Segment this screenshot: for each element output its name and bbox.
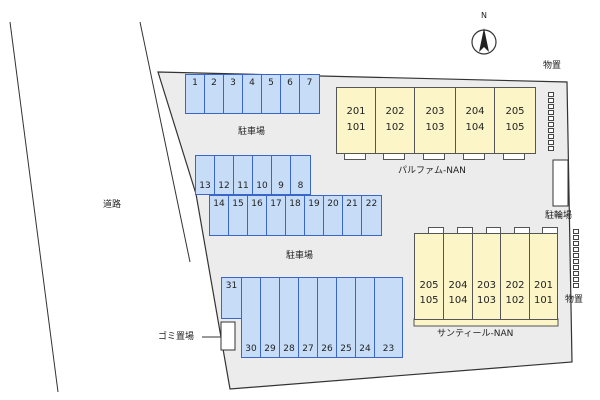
- unit-number-lower: 103: [425, 122, 445, 133]
- building-a-unit: 205 105: [494, 87, 536, 154]
- building-b-unit: 202 102: [500, 233, 530, 320]
- parking-space: 14: [209, 195, 229, 236]
- entrance-step: [457, 227, 473, 234]
- parking-label-mid: 駐車場: [286, 251, 314, 261]
- parking-space: 29: [260, 277, 280, 358]
- building-a-unit: 202 102: [375, 87, 415, 154]
- unit-number-lower: 102: [505, 295, 525, 306]
- building-a-unit: 204 104: [455, 87, 495, 154]
- parking-space: 28: [279, 277, 299, 358]
- building-b-unit: 201 101: [529, 233, 558, 320]
- entrance-step: [542, 227, 558, 234]
- unit-number-lower: 101: [346, 122, 366, 133]
- parking-space: 19: [304, 195, 324, 236]
- entrance-step: [486, 227, 501, 234]
- parking-space: 11: [233, 155, 253, 195]
- building-b-unit: 205 105: [414, 233, 444, 320]
- unit-number-lower: 105: [419, 295, 439, 306]
- parking-space: 12: [214, 155, 234, 195]
- parking-space: 8: [290, 155, 311, 195]
- building-b-name: サンティール-NAN: [437, 329, 514, 339]
- unit-number-lower: 104: [465, 122, 485, 133]
- parking-space: 4: [242, 74, 262, 114]
- parking-space: 23: [374, 277, 403, 358]
- entrance-step: [428, 227, 444, 234]
- entrance-step: [423, 153, 445, 160]
- entrance-step: [463, 153, 485, 160]
- storage-label-bottom: 物置: [565, 295, 584, 305]
- parking-space: 24: [355, 277, 375, 358]
- parking-space: 13: [195, 155, 215, 195]
- compass-label: N: [481, 11, 487, 20]
- parking-space: 9: [271, 155, 291, 195]
- unit-number-lower: 105: [505, 122, 525, 133]
- parking-space: 18: [285, 195, 305, 236]
- building-a-unit: 203 103: [414, 87, 456, 154]
- bike-parking-area: [552, 159, 569, 207]
- unit-number-upper: 205: [505, 106, 525, 117]
- unit-number-upper: 203: [425, 106, 445, 117]
- building-a-unit: 201 101: [336, 87, 376, 154]
- parking-space: 1: [185, 74, 205, 114]
- parking-space: 10: [252, 155, 272, 195]
- parking-space: 20: [323, 195, 343, 236]
- unit-number-lower: 102: [385, 122, 405, 133]
- unit-number-lower: 104: [448, 295, 468, 306]
- unit-number-upper: 202: [505, 280, 525, 291]
- building-b-unit: 203 103: [472, 233, 501, 320]
- parking-space: 22: [361, 195, 382, 236]
- entrance-step: [503, 153, 525, 160]
- parking-space: 2: [204, 74, 224, 114]
- unit-number-upper: 205: [419, 280, 439, 291]
- storage-unit-bottom: [573, 229, 579, 291]
- bike-parking-label: 駐輪場: [545, 211, 573, 221]
- parking-space: 5: [261, 74, 281, 114]
- unit-number-lower: 103: [476, 295, 497, 306]
- unit-number-upper: 204: [448, 280, 468, 291]
- unit-number-lower: 101: [533, 295, 554, 306]
- road-label: 道路: [103, 200, 122, 210]
- garbage-area: [220, 321, 236, 351]
- parking-space: 16: [247, 195, 267, 236]
- unit-number-upper: 201: [346, 106, 366, 117]
- parking-space: 27: [298, 277, 318, 358]
- parking-space: 25: [336, 277, 356, 358]
- garbage-label: ゴミ置場: [158, 332, 195, 342]
- parking-space: 3: [223, 74, 243, 114]
- road-edge-right: [139, 21, 191, 263]
- storage-unit-top: [548, 92, 554, 154]
- unit-number-upper: 204: [465, 106, 485, 117]
- entrance-step: [514, 227, 530, 234]
- building-a-name: パルファム-NAN: [398, 166, 466, 176]
- parking-label-top: 駐車場: [238, 127, 266, 137]
- parking-space: 15: [228, 195, 248, 236]
- unit-number-upper: 203: [476, 280, 497, 291]
- building-b-unit: 204 104: [443, 233, 473, 320]
- entrance-step: [383, 153, 405, 160]
- parking-space: 30: [241, 277, 261, 358]
- road-edge-left: [9, 21, 59, 393]
- building-b-base: [413, 318, 559, 327]
- storage-label-top: 物置: [543, 61, 562, 71]
- parking-space: 31: [221, 277, 242, 319]
- parking-space: 21: [342, 195, 362, 236]
- unit-number-upper: 202: [385, 106, 405, 117]
- compass-icon: [471, 28, 497, 55]
- parking-space: 26: [317, 277, 337, 358]
- entrance-step: [344, 153, 366, 160]
- parking-space: 17: [266, 195, 286, 236]
- unit-number-upper: 201: [533, 280, 554, 291]
- parking-space: 6: [280, 74, 300, 114]
- parking-space: 7: [299, 74, 320, 114]
